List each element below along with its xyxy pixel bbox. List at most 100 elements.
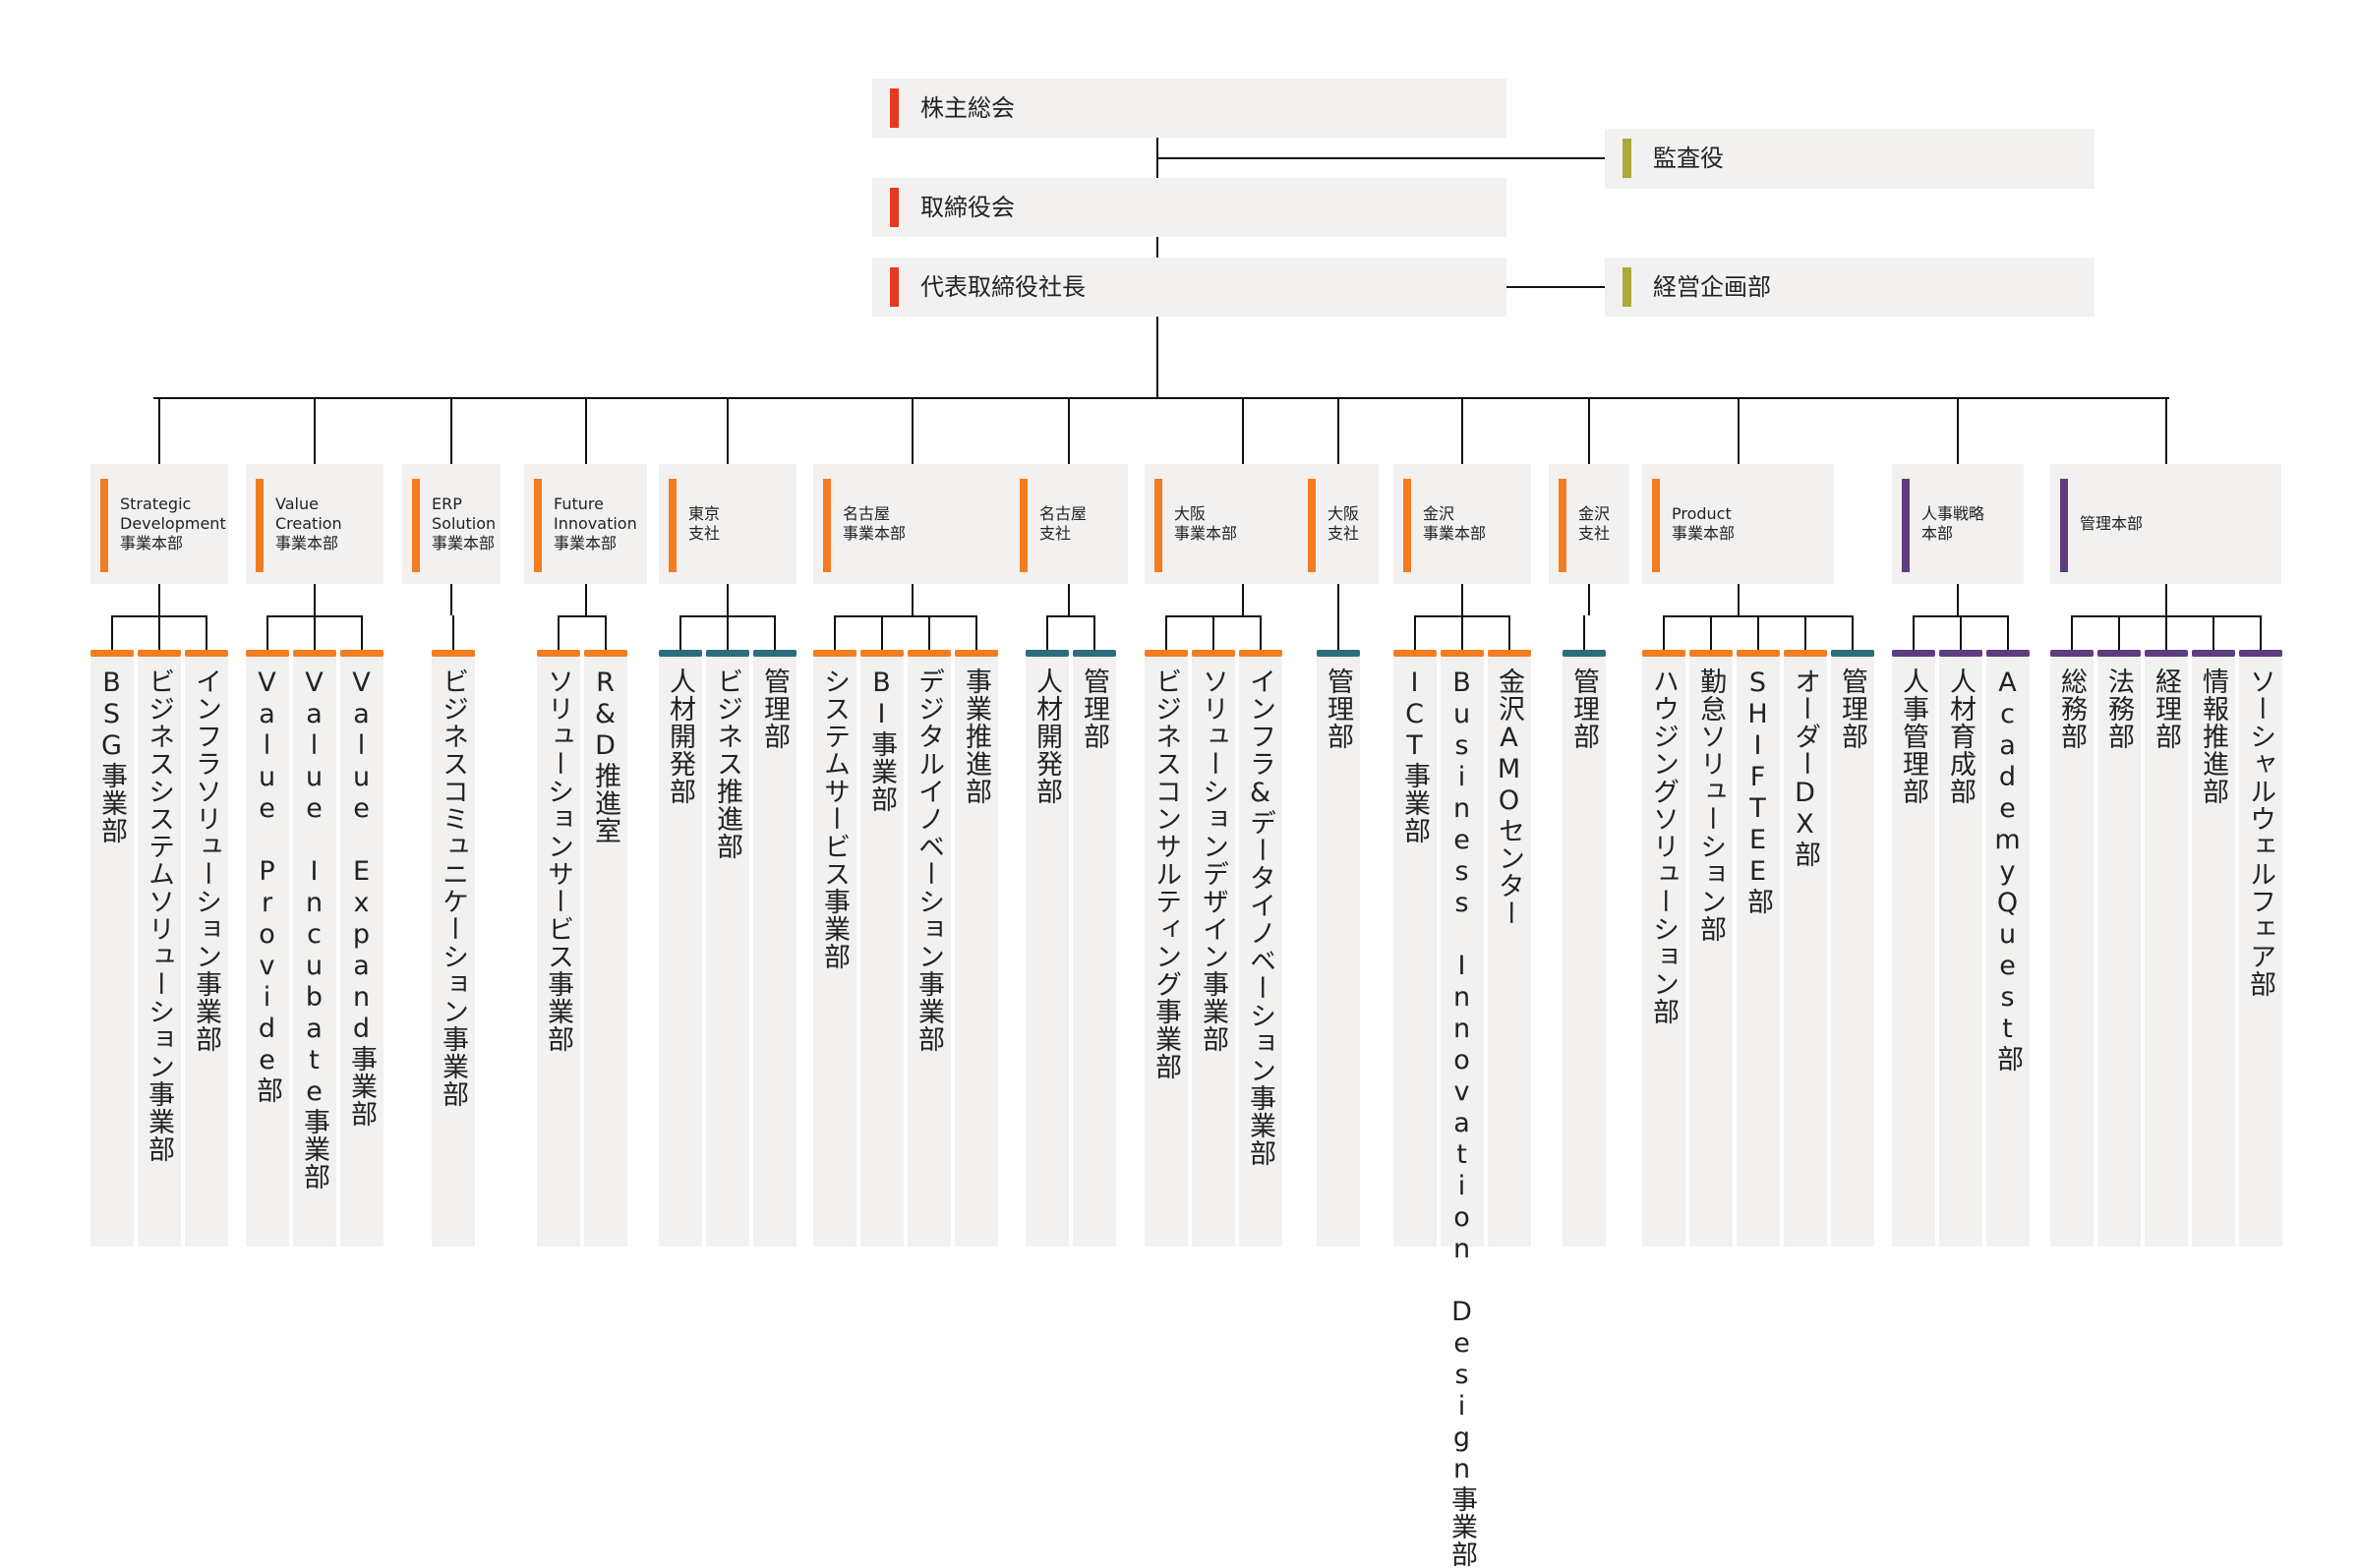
department-color-cap	[2192, 650, 2235, 657]
department-drop-line	[1957, 584, 1959, 615]
department-column: 人材開発部	[1026, 650, 1069, 1247]
department-name: 人事管理部	[1898, 668, 1928, 805]
department-name: SHIFTEE部	[1742, 668, 1773, 915]
shareholders-box: 株主総会	[872, 79, 1506, 138]
department-connector	[834, 615, 836, 650]
department-color-cap	[753, 650, 796, 657]
department-name: 管理部	[1837, 668, 1867, 750]
division-box: 名古屋 支社	[1010, 464, 1128, 584]
department-connector	[1710, 615, 1712, 650]
division-label: Product 事業本部	[1672, 504, 1736, 543]
department-connector	[1960, 615, 1962, 650]
president-label: 代表取締役社長	[920, 273, 1086, 301]
department-color-cap	[860, 650, 904, 657]
department-column: 金沢AMOセンター	[1488, 650, 1531, 1247]
department-name: ソーシャルウェルフェア部	[2245, 668, 2275, 998]
department-color-cap	[246, 650, 289, 657]
department-name: Business Innovation Design事業部	[1446, 668, 1477, 1568]
department-column: 法務部	[2097, 650, 2141, 1247]
department-drop-line	[1068, 584, 1070, 615]
division-marker	[1308, 479, 1316, 572]
division-marker	[2060, 479, 2068, 572]
department-name: Value Incubate事業部	[299, 668, 329, 1191]
department-connector	[452, 615, 454, 650]
department-color-cap	[1488, 650, 1531, 657]
department-color-cap	[2239, 650, 2282, 657]
department-column: ICT事業部	[1393, 650, 1437, 1247]
division-box: 管理本部	[2050, 464, 2281, 584]
division-label: 大阪 支社	[1328, 504, 1360, 543]
department-column: Business Innovation Design事業部	[1441, 650, 1484, 1568]
connector-board-president	[1156, 237, 1158, 258]
department-connector	[928, 615, 930, 650]
department-connector	[361, 615, 363, 650]
department-color-cap	[1831, 650, 1874, 657]
department-name: 管理部	[1568, 668, 1599, 750]
department-connector	[975, 615, 977, 650]
department-connector	[1093, 615, 1095, 650]
department-column: 事業推進部	[955, 650, 998, 1247]
board-box: 取締役会	[872, 178, 1506, 237]
department-name: 勤怠ソリューション部	[1695, 668, 1726, 943]
division-label: 金沢 支社	[1578, 504, 1611, 543]
department-connector	[558, 615, 560, 650]
department-column: ビジネスコミュニケーション事業部	[432, 650, 475, 1247]
department-connector	[1212, 615, 1214, 650]
department-connector	[2165, 615, 2167, 650]
department-connector	[206, 615, 207, 650]
department-name: ビジネスコミュニケーション事業部	[438, 668, 468, 1108]
department-column: 人事管理部	[1892, 650, 1935, 1247]
division-marker	[1559, 479, 1566, 572]
department-color-cap	[1441, 650, 1484, 657]
department-color-cap	[138, 650, 181, 657]
department-connector	[1913, 615, 1915, 650]
department-connector	[2007, 615, 2009, 650]
division-label: 大阪 事業本部	[1174, 504, 1238, 543]
department-bus-line	[834, 615, 977, 617]
department-color-cap	[584, 650, 627, 657]
department-name: ハウジングソリューション部	[1648, 668, 1679, 1025]
division-drop-line	[1337, 397, 1339, 464]
department-name: システムサービス事業部	[819, 668, 850, 970]
division-label: 名古屋 支社	[1039, 504, 1088, 543]
president-marker	[890, 267, 899, 307]
department-column: 管理部	[1831, 650, 1874, 1247]
department-connector	[1461, 615, 1463, 650]
department-connector	[314, 615, 316, 650]
department-name: 管理部	[759, 668, 790, 750]
department-color-cap	[90, 650, 134, 657]
division-drop-line	[1461, 397, 1463, 464]
department-name: オーダーDX部	[1790, 668, 1820, 868]
department-color-cap	[2097, 650, 2141, 657]
department-color-cap	[1317, 650, 1360, 657]
department-connector	[1663, 615, 1665, 650]
department-connector	[2212, 615, 2214, 650]
department-column: 人材開発部	[659, 650, 702, 1247]
division-box: Future Innovation 事業本部	[524, 464, 647, 584]
division-marker	[1902, 479, 1910, 572]
department-connector	[1337, 615, 1339, 650]
department-name: 事業推進部	[961, 668, 991, 805]
org-chart: 株主総会 監査役 取締役会 代表取締役社長 経営企画部 Strategic De…	[90, 79, 2282, 1568]
department-column: 人材育成部	[1939, 650, 1982, 1247]
division-drop-line	[727, 397, 729, 464]
department-name: インフラ&データイノベーション事業部	[1245, 668, 1275, 1167]
department-connector	[1414, 615, 1416, 650]
department-column: ソリューションデザイン事業部	[1192, 650, 1235, 1247]
connector-planning	[1506, 286, 1605, 288]
department-color-cap	[1073, 650, 1116, 657]
department-name: 情報推進部	[2198, 668, 2228, 805]
division-drop-line	[1588, 397, 1590, 464]
division-marker	[1652, 479, 1660, 572]
department-name: 法務部	[2103, 668, 2134, 750]
department-name: AcademyQuest部	[1992, 668, 2023, 1073]
division-bus-line	[153, 397, 2169, 399]
department-column: 経理部	[2145, 650, 2188, 1247]
department-column: デジタルイノベーション事業部	[908, 650, 951, 1247]
division-marker	[1020, 479, 1028, 572]
department-column: ハウジングソリューション部	[1642, 650, 1685, 1247]
division-box: 金沢 事業本部	[1393, 464, 1531, 584]
department-color-cap	[1642, 650, 1685, 657]
department-name: BI事業部	[866, 668, 897, 813]
auditor-box: 監査役	[1605, 129, 2094, 189]
